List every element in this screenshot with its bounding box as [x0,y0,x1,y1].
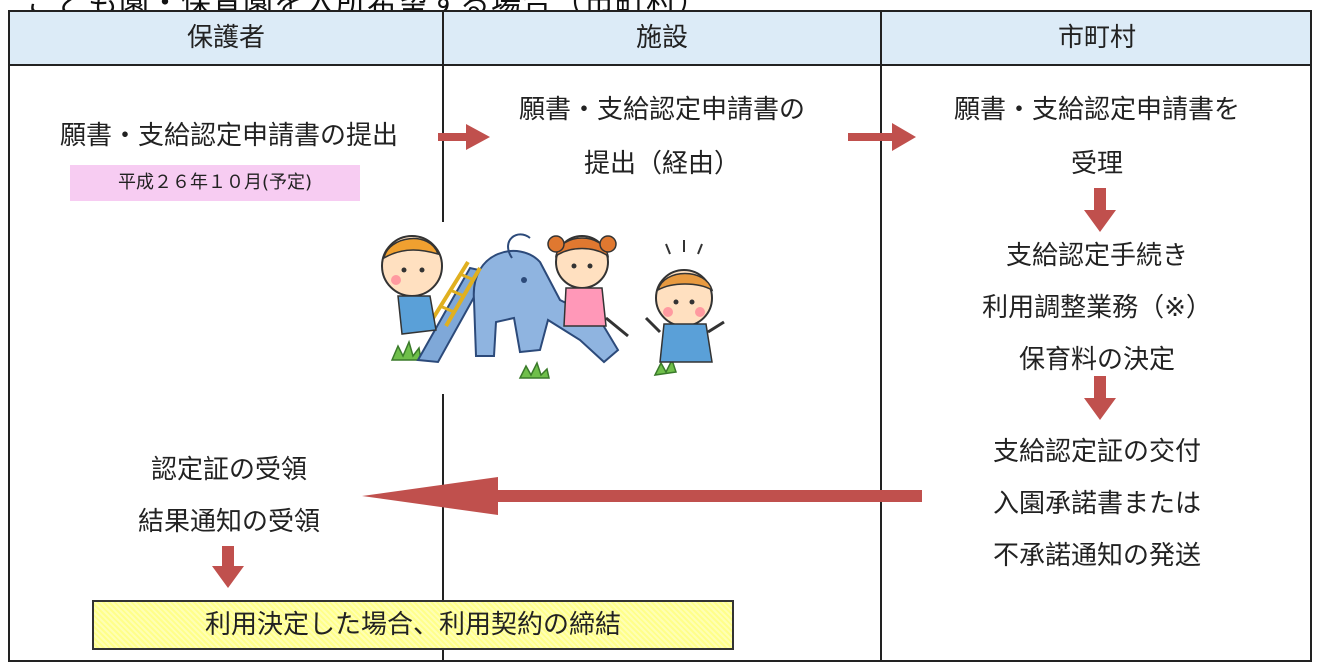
header-facility: 施設 [635,23,688,53]
guardian-receipt-line1: 認定証の受領 [150,455,307,485]
contract-box: 利用決定した場合、利用契約の締結 [92,600,734,650]
muni-receive-line1: 願書・支給認定申請書を [953,95,1240,125]
muni-proc-line2: 利用調整業務（※） [982,293,1212,323]
column-divider-2 [880,12,882,662]
arrow-right-1 [438,124,490,150]
arrow-left-long [362,477,922,515]
muni-issue-line2: 入園承諾書または [992,489,1201,519]
arrow-down-2 [1084,376,1116,420]
muni-proc-line1: 支給認定手続き [1005,241,1188,271]
muni-issue-line1: 支給認定証の交付 [992,437,1201,467]
muni-proc-line3: 保育料の決定 [1018,345,1175,375]
muni-issue-line3: 不承諾通知の発送 [992,541,1201,571]
facility-line2: 提出（経由） [583,149,740,179]
guardian-submit-text: 願書・支給認定申請書の提出 [59,121,398,151]
date-note: 平成２６年１０月(予定) [70,165,360,201]
facility-line1: 願書・支給認定申請書の [518,95,805,125]
arrow-right-2 [848,123,916,151]
guardian-receipt-line2: 結果通知の受領 [137,507,320,537]
arrow-down-guardian [212,546,244,588]
clipped-title-text: こども園・保育園を入所希望する場合（市町村） [26,0,708,10]
muni-receive-line2: 受理 [1070,149,1123,179]
clipped-title: こども園・保育園を入所希望する場合（市町村） [0,0,1322,10]
header-municipality: 市町村 [1057,23,1136,53]
header-guardian: 保護者 [186,23,265,53]
arrow-down-1 [1084,188,1116,232]
table-header-row [10,12,1310,66]
